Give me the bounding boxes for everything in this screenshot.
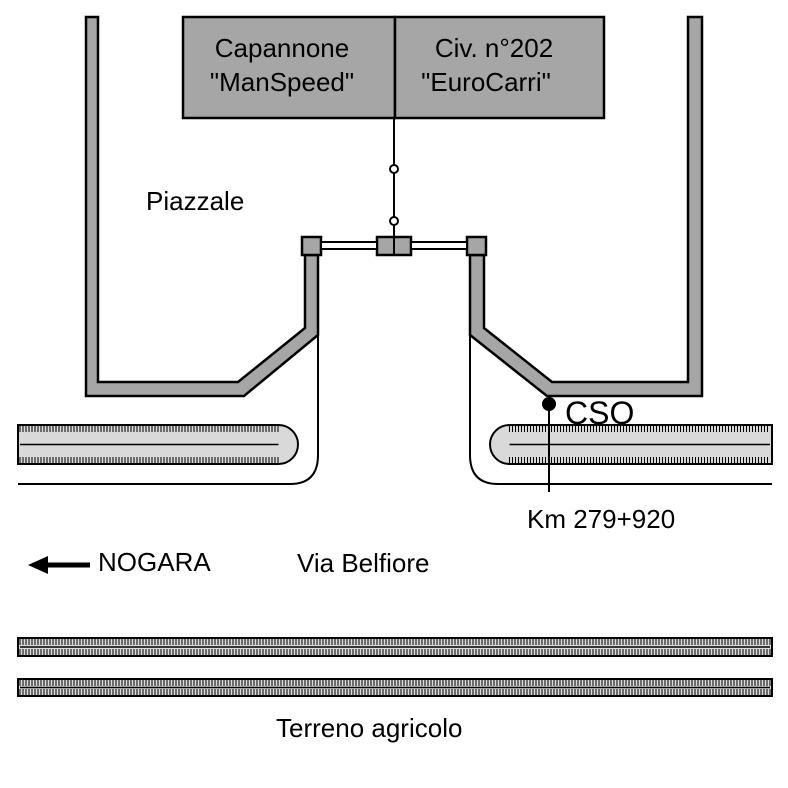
driveway-edge-left: [18, 335, 319, 485]
buildings: Capannone "ManSpeed" Civ. n°202 "EuroCar…: [181, 15, 606, 120]
hedges: [17, 424, 773, 697]
hedge-lower-2: [17, 678, 773, 697]
hedge-upper-left-texture: [19, 426, 279, 463]
center-connector: [389, 118, 399, 237]
hedge-upper-right: [489, 424, 773, 465]
direction-indicator: NOGARA: [28, 547, 211, 577]
building-right-line1: Civ. n°202: [435, 33, 553, 63]
field-label: Terreno agricolo: [276, 713, 462, 743]
driveway-edge-right: [469, 335, 772, 485]
building-manspeed: [181, 15, 397, 120]
arrow-left-icon: [28, 556, 90, 574]
hedge-lower-2-texture: [19, 680, 771, 695]
hedge-lower-1: [17, 637, 773, 657]
hedge-upper-left: [17, 424, 299, 465]
direction-label: NOGARA: [98, 547, 211, 577]
connector-node-lower: [389, 216, 399, 226]
building-right-line2: "EuroCarri": [421, 67, 551, 97]
cso-label: CSO: [565, 395, 634, 431]
gate-leaf-right: [410, 241, 468, 250]
building-eurocarri: [393, 15, 606, 120]
street-label: Via Belfiore: [297, 548, 430, 578]
hedge-upper-right-texture: [509, 426, 768, 463]
gate: [300, 235, 488, 257]
km-label: Km 279+920: [527, 504, 675, 534]
connector-node-upper: [389, 164, 399, 174]
building-left-line2: "ManSpeed": [210, 67, 354, 97]
gate-post-left: [300, 235, 323, 257]
gate-leaf-left: [320, 241, 378, 250]
dot-marker-icon: [542, 397, 556, 411]
hedge-lower-1-texture: [19, 639, 771, 655]
building-left-line1: Capannone: [215, 33, 349, 63]
gate-post-right: [465, 235, 488, 257]
yard-label: Piazzale: [146, 186, 244, 216]
cso-marker: CSO Km 279+920: [527, 395, 675, 534]
